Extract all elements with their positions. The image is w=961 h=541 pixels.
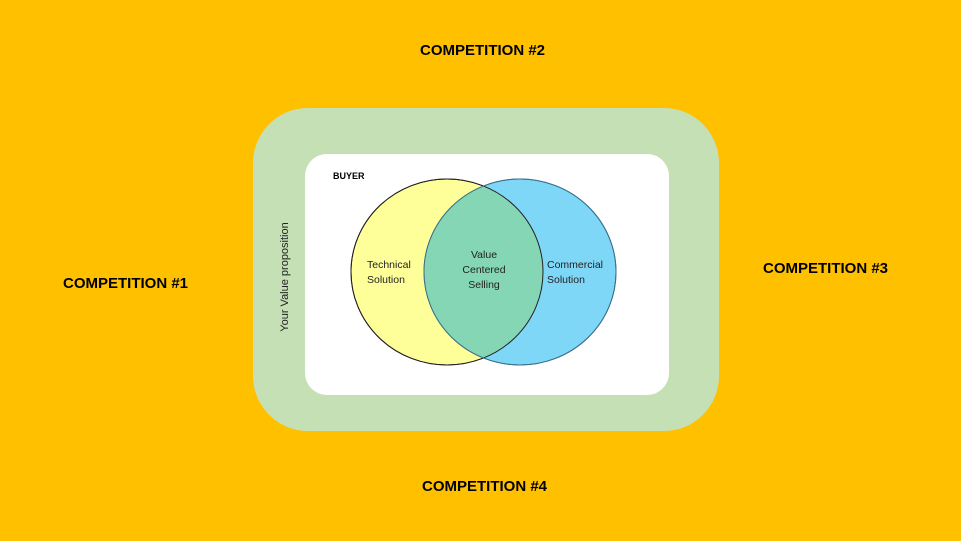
value-centered-selling-line-2: Centered (462, 264, 506, 276)
competition-1-label: COMPETITION #1 (63, 275, 189, 292)
technical-solution-line-2: Solution (367, 274, 405, 286)
technical-solution-label: Technical Solution (367, 258, 411, 288)
commercial-solution-line-1: Commercial (547, 259, 604, 271)
value-centered-selling-overlap (424, 179, 543, 365)
commercial-solution-label: Commercial Solution (547, 258, 603, 288)
competition-3-label: COMPETITION #3 (763, 260, 889, 277)
technical-solution-line-1: Technical (367, 259, 411, 271)
commercial-solution-line-2: Solution (547, 274, 585, 286)
commercial-solution-outline (423, 178, 617, 366)
value-centered-selling-line-1: Value (470, 249, 498, 261)
technical-solution-outline (350, 178, 544, 366)
competition-2-label: COMPETITION #2 (420, 42, 546, 59)
value-centered-selling-line-3: Selling (468, 279, 500, 291)
buyer-label: BUYER (333, 171, 365, 181)
value-centered-selling-label: Value Centered Selling (454, 248, 514, 293)
competition-4-label: COMPETITION #4 (422, 478, 548, 495)
